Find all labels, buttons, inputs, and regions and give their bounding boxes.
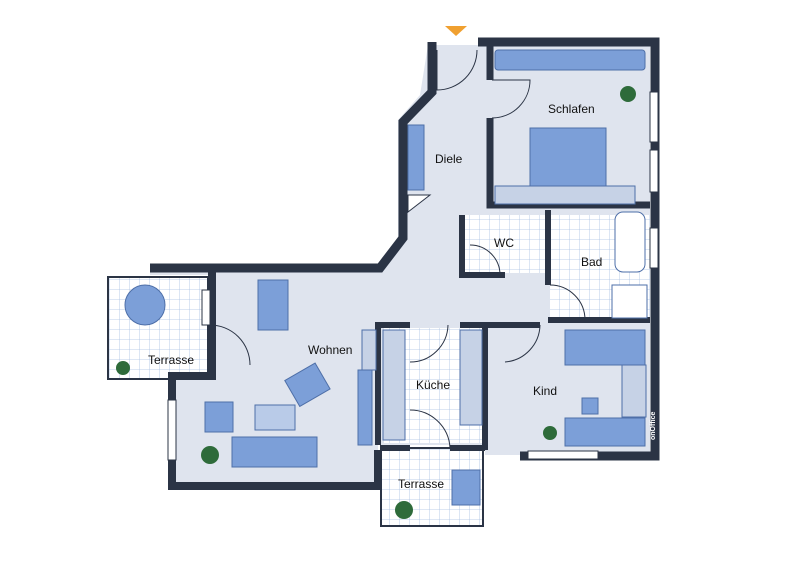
coffee-table <box>254 404 296 431</box>
logo: onOffice <box>650 412 657 440</box>
room-label-terrasse-west: Terrasse <box>148 353 194 367</box>
room-label-wohnen: Wohnen <box>308 343 352 357</box>
shower <box>611 284 648 319</box>
round-table <box>124 284 166 326</box>
entrance-marker-icon <box>445 26 467 36</box>
coat-rack <box>407 124 425 191</box>
furniture <box>124 49 648 506</box>
terrace-table <box>451 469 481 506</box>
windows <box>167 91 659 461</box>
bed-double <box>529 127 607 189</box>
armchair <box>204 401 234 433</box>
kitchen-counter <box>459 329 483 426</box>
floor-main <box>150 45 650 485</box>
bathtub <box>614 211 646 273</box>
room-label-wc: WC <box>494 236 514 250</box>
kitchen-unit <box>382 329 406 441</box>
dining-table <box>257 279 289 331</box>
wardrobe <box>494 49 646 71</box>
plant-icon <box>543 426 557 440</box>
room-label-diele: Diele <box>435 152 463 166</box>
doors <box>209 49 586 449</box>
room-label-terrasse-south: Terrasse <box>398 477 444 491</box>
room-label-kind: Kind <box>533 384 557 398</box>
plant-icon <box>116 361 130 375</box>
room-label-schlafen: Schlafen <box>548 102 595 116</box>
plants <box>116 86 636 519</box>
wc-tiles <box>463 215 548 273</box>
armchair <box>284 362 331 408</box>
plant-icon <box>395 501 413 519</box>
desk <box>564 417 646 447</box>
cabinet <box>361 329 377 371</box>
room-label-kueche: Küche <box>416 378 450 392</box>
plant-icon <box>201 446 219 464</box>
bed-single <box>564 329 646 366</box>
plant-icon <box>620 86 636 102</box>
room-label-bad: Bad <box>581 255 602 269</box>
sofa <box>231 436 318 468</box>
tv-unit <box>357 369 373 446</box>
